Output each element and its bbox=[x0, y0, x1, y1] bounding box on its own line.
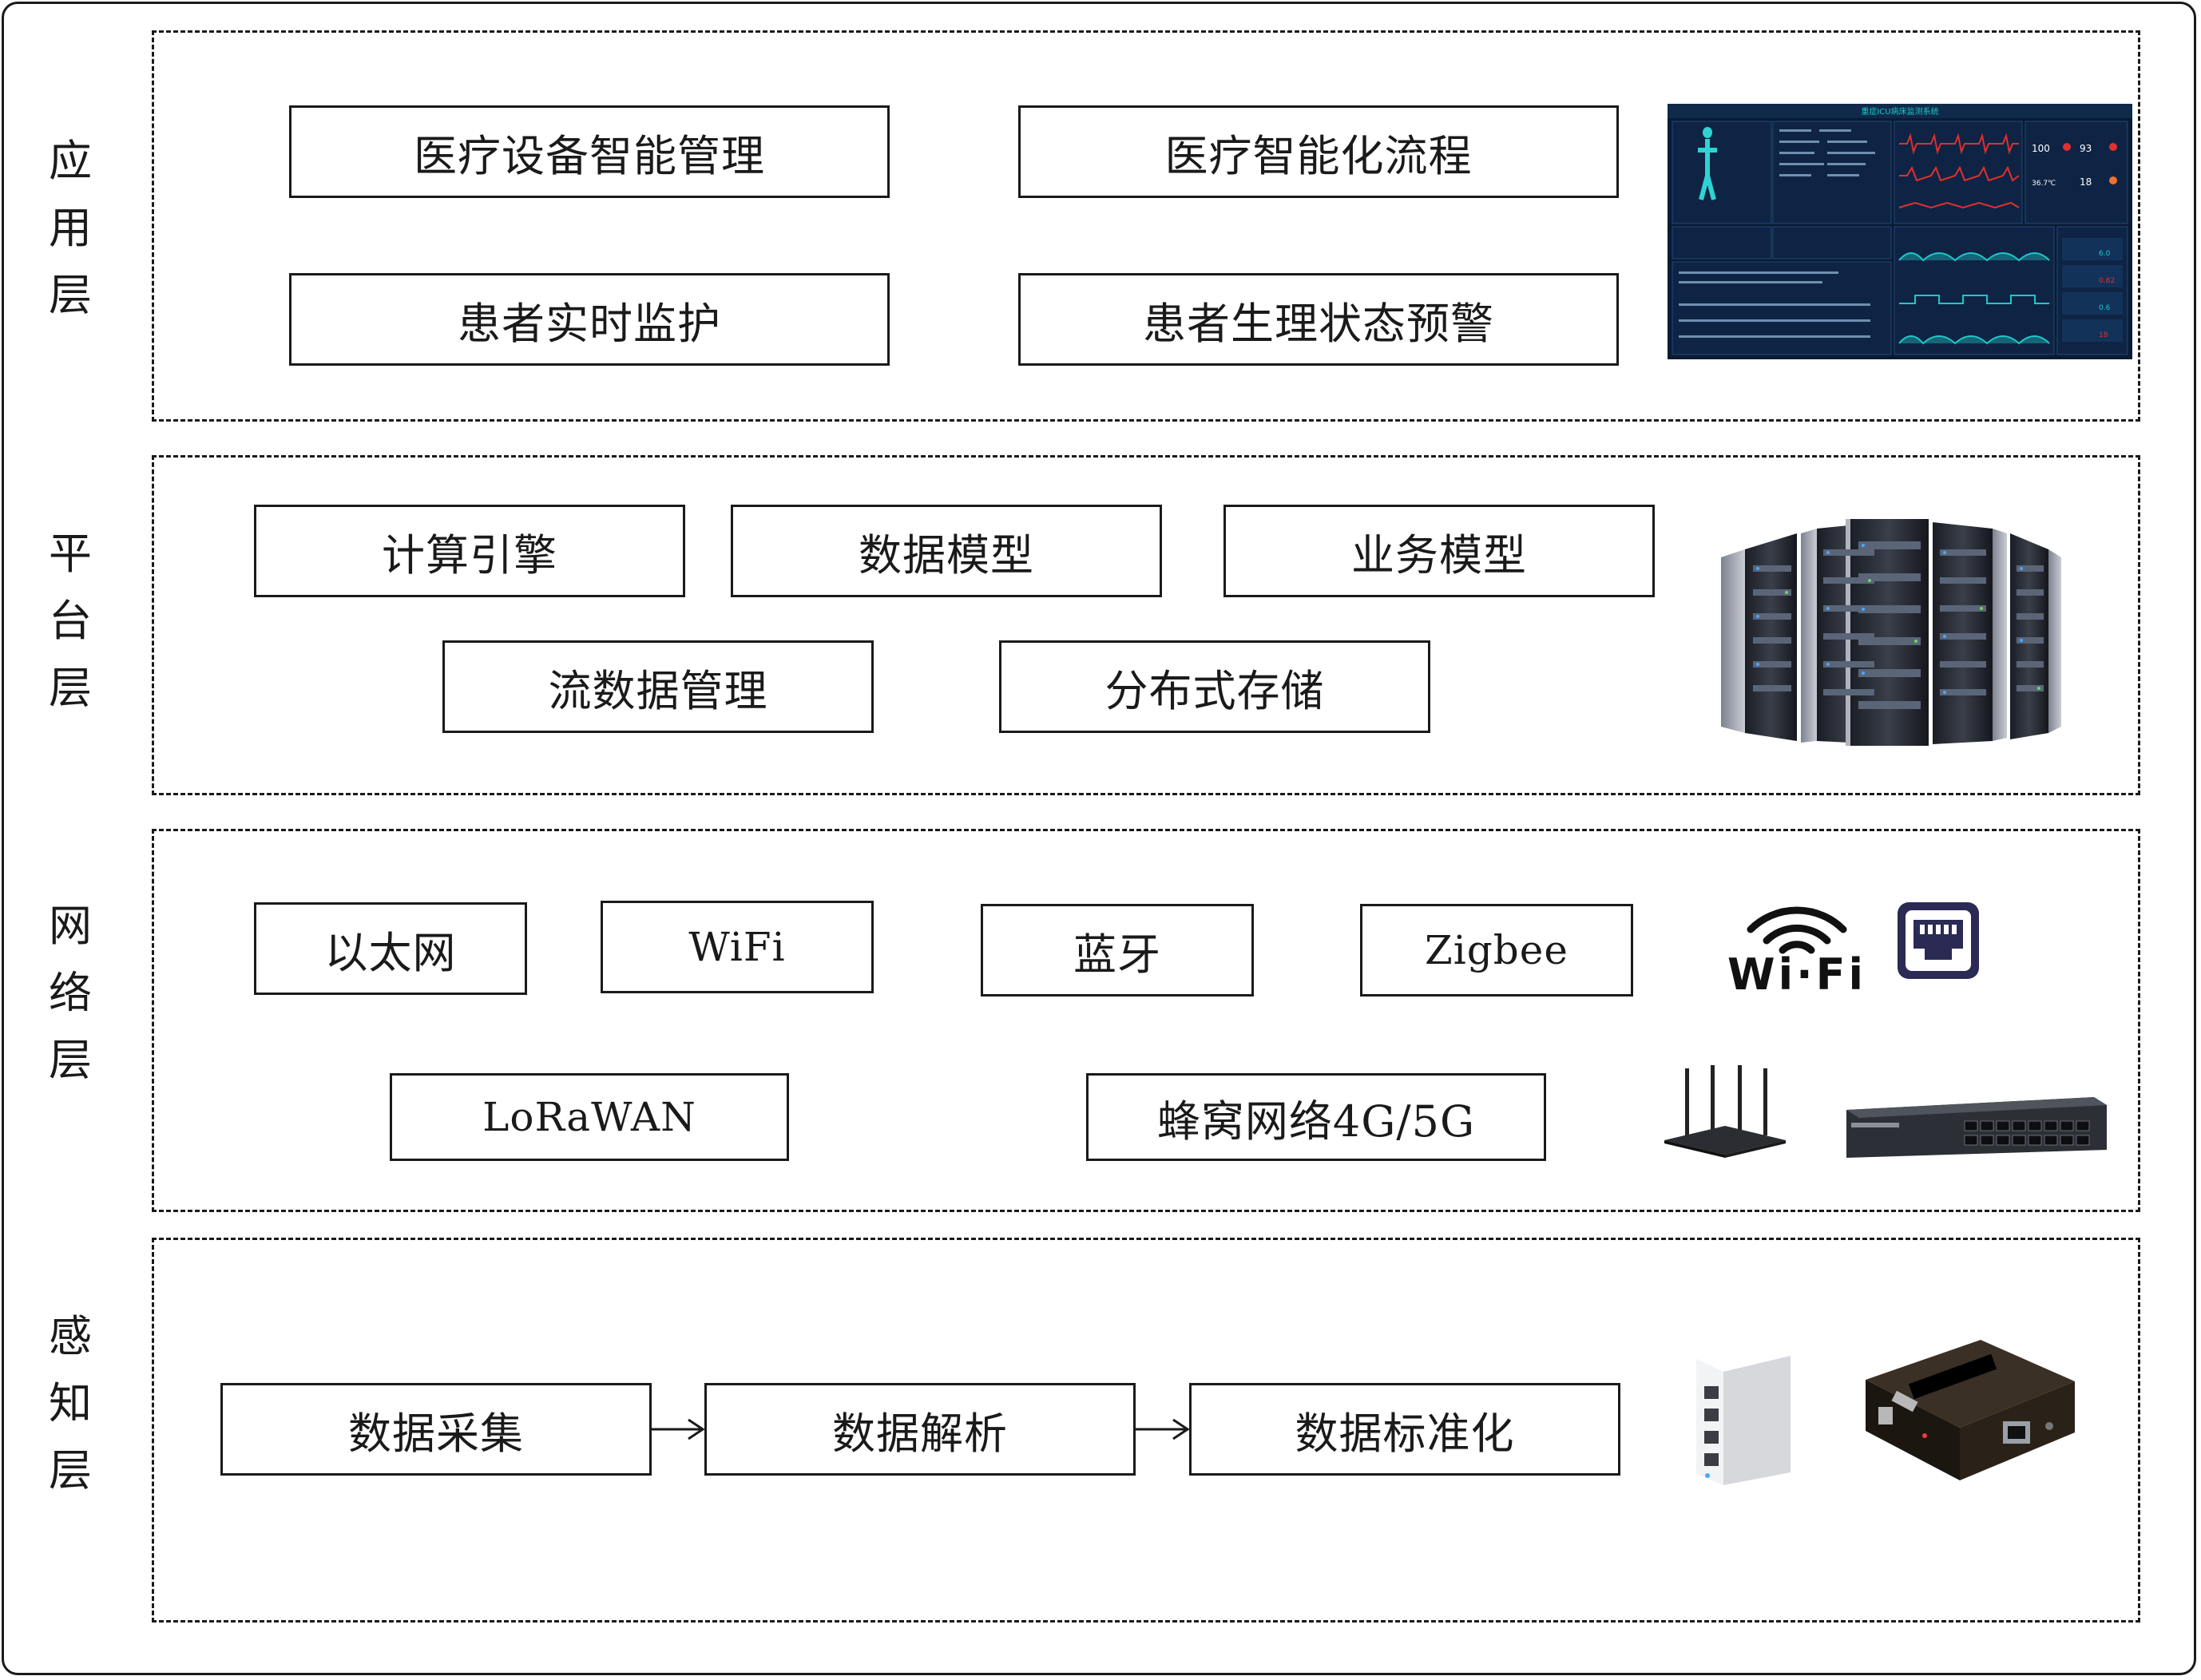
network-layer bbox=[152, 829, 2140, 1212]
box-stream-data-management: 流数据管理 bbox=[442, 640, 874, 733]
box-wifi: WiFi bbox=[601, 901, 874, 993]
gateway-device-image bbox=[1691, 1338, 1795, 1487]
box-physiological-warning: 患者生理状态预警 bbox=[1018, 273, 1619, 366]
box-device-management: 医疗设备智能管理 bbox=[289, 105, 890, 198]
box-business-model: 业务模型 bbox=[1223, 505, 1655, 597]
metric-pef: 6.0 bbox=[2099, 250, 2111, 258]
box-data-model: 数据模型 bbox=[731, 505, 1162, 597]
box-compute-engine: 计算引擎 bbox=[254, 505, 685, 597]
application-layer-label: 应 用 层 bbox=[49, 136, 92, 320]
network-switch-image bbox=[1845, 1092, 2108, 1159]
ethernet-port-icon bbox=[1894, 899, 1982, 982]
perception-layer-label: 感 知 层 bbox=[49, 1311, 92, 1496]
wifi-logo-text: Wi·Fi bbox=[1727, 949, 1866, 1000]
metric-rr: 18 bbox=[2099, 331, 2108, 339]
box-data-standardization: 数据标准化 bbox=[1189, 1383, 1620, 1476]
box-lorawan: LoRaWAN bbox=[390, 1073, 789, 1161]
vital-resp: 18 bbox=[2080, 176, 2092, 188]
box-distributed-storage: 分布式存储 bbox=[999, 640, 1430, 733]
arrow-collection-to-parsing bbox=[652, 1413, 704, 1445]
vital-spo2: 93 bbox=[2080, 143, 2092, 154]
box-ethernet: 以太网 bbox=[254, 902, 527, 995]
box-zigbee: Zigbee bbox=[1360, 904, 1633, 997]
dashboard-title: 重症ICU病床监测系统 bbox=[1861, 106, 1938, 117]
vital-temp: 36.7℃ bbox=[2032, 180, 2056, 188]
sensor-module-image bbox=[1861, 1333, 2078, 1485]
box-data-parsing: 数据解析 bbox=[704, 1383, 1136, 1476]
box-bluetooth: 蓝牙 bbox=[981, 904, 1254, 997]
perception-layer bbox=[152, 1238, 2140, 1623]
arrow-parsing-to-standardization bbox=[1136, 1413, 1189, 1445]
box-cellular: 蜂窝网络4G/5G bbox=[1086, 1073, 1546, 1161]
platform-layer-label: 平 台 层 bbox=[49, 529, 92, 713]
box-data-collection: 数据采集 bbox=[220, 1383, 652, 1476]
server-racks-image bbox=[1713, 517, 2072, 749]
icu-dashboard-image: 重症ICU病床监测系统 100 93 36.7℃ 18 bbox=[1668, 104, 2132, 359]
box-patient-monitoring: 患者实时监护 bbox=[289, 273, 890, 366]
metric-vc: 0.6 bbox=[2099, 304, 2111, 312]
network-layer-label: 网 络 层 bbox=[49, 901, 92, 1085]
metric-mv: 0.82 bbox=[2099, 277, 2115, 285]
router-image bbox=[1661, 1064, 1789, 1159]
wifi-logo-icon: Wi·Fi bbox=[1717, 899, 1877, 1000]
vital-hr: 100 bbox=[2032, 143, 2050, 154]
application-layer bbox=[152, 30, 2140, 422]
platform-layer bbox=[152, 455, 2140, 795]
box-intelligent-process: 医疗智能化流程 bbox=[1018, 105, 1619, 198]
